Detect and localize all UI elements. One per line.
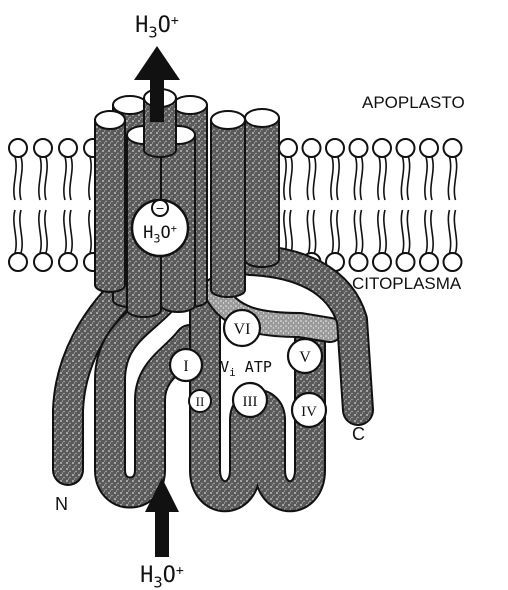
helix-cap [245, 109, 279, 127]
vi-atp-label: Vi ATP [220, 358, 272, 379]
lipid-head [373, 139, 391, 157]
lipid-tail [337, 157, 339, 200]
lipid-head [444, 139, 462, 157]
helix-cap [95, 111, 125, 129]
lipid-tail [401, 157, 403, 200]
lipid-head [9, 253, 27, 271]
lipid-head [9, 139, 27, 157]
lipid-tail [431, 210, 433, 253]
helix-cap [211, 111, 245, 129]
lipid-tail [70, 210, 72, 253]
lipid-head [59, 139, 77, 157]
lipid-tail [39, 157, 41, 200]
lipid-tail [14, 210, 16, 253]
lipid-tail [70, 157, 72, 200]
apoplast-label: APOPLASTO [362, 93, 465, 112]
lipid-tail [89, 157, 91, 200]
lipid-head [397, 139, 415, 157]
lipid-tail [89, 210, 91, 253]
lipid-tail [407, 210, 409, 253]
lipid-tail [313, 210, 315, 253]
lipid-tail [290, 157, 292, 200]
domain-label-ii: II [196, 394, 205, 409]
membrane-left [9, 139, 102, 271]
lipid-tail [307, 157, 309, 200]
lipid-tail [431, 157, 433, 200]
lipid-head [59, 253, 77, 271]
helix-body [245, 118, 279, 267]
domain-label-v: V [299, 349, 311, 366]
lipid-head [350, 253, 368, 271]
domain-label-iii: III [243, 394, 258, 410]
lipid-head [420, 253, 438, 271]
lipid-head [444, 253, 462, 271]
lipid-tail [45, 157, 47, 200]
lipid-tail [337, 210, 339, 253]
lipid-tail [378, 210, 380, 253]
lipid-tail [354, 210, 356, 253]
lipid-tail [378, 157, 380, 200]
lipid-tail [425, 210, 427, 253]
lipid-tail [284, 157, 286, 200]
lipid-head [303, 139, 321, 157]
hydronium-bottom-label: H3O+ [140, 563, 184, 590]
lipid-tail [354, 157, 356, 200]
lipid-head [420, 139, 438, 157]
lipid-tail [64, 157, 66, 200]
domain-label-vi: VI [234, 321, 251, 338]
helix-body [95, 120, 125, 292]
lipid-tail [384, 210, 386, 253]
transmembrane-helices [95, 89, 279, 317]
lipid-tail [407, 157, 409, 200]
lipid-tail [14, 157, 16, 200]
lipid-tail [284, 210, 286, 253]
lipid-tail [45, 210, 47, 253]
lipid-head [34, 253, 52, 271]
lipid-tail [454, 157, 456, 200]
lipid-tail [331, 157, 333, 200]
lipid-tail [290, 210, 292, 253]
cytoplasmic-domain [68, 260, 358, 496]
hydronium-top-label: H3O+ [135, 13, 179, 42]
lipid-tail [448, 210, 450, 253]
membrane-right [279, 139, 462, 271]
lipid-head [373, 253, 391, 271]
pore-hydronium: − H3O+ [132, 200, 188, 256]
lipid-tail [384, 157, 386, 200]
lipid-tail [360, 210, 362, 253]
pore-charge-label: − [156, 200, 164, 216]
lipid-head [34, 139, 52, 157]
lipid-tail [307, 210, 309, 253]
lipid-head [397, 253, 415, 271]
lipid-head [350, 139, 368, 157]
lipid-tail [401, 210, 403, 253]
domain-label-iv: IV [301, 404, 317, 420]
lipid-tail [39, 210, 41, 253]
lipid-tail [20, 210, 22, 253]
lipid-tail [331, 210, 333, 253]
lipid-tail [448, 157, 450, 200]
lipid-tail [425, 157, 427, 200]
lipid-tail [64, 210, 66, 253]
lipid-tail [454, 210, 456, 253]
lipid-head [326, 139, 344, 157]
helix-body [211, 120, 245, 297]
lipid-head [279, 139, 297, 157]
helix-cap [173, 96, 207, 114]
n-terminus-label: N [55, 494, 68, 514]
helix-cap [113, 96, 147, 114]
lipid-tail [313, 157, 315, 200]
domain-label-i: I [183, 358, 188, 375]
lipid-tail [20, 157, 22, 200]
lipid-tail [360, 157, 362, 200]
cytoplasm-label: CITOPLASMA [352, 274, 462, 293]
c-terminus-label: C [352, 424, 365, 444]
